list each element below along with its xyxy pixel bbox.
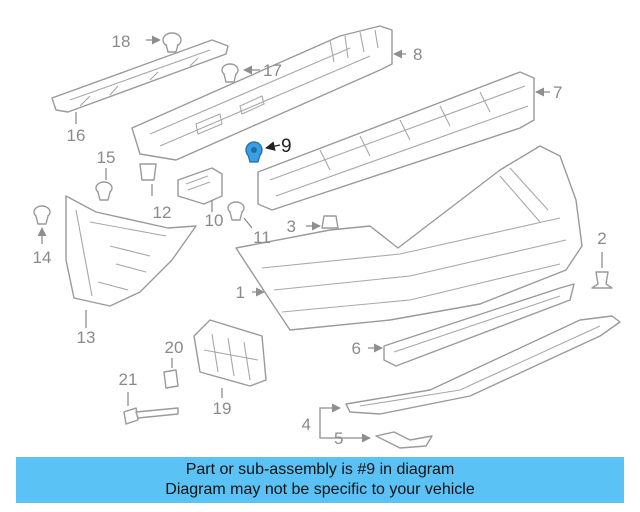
part-9-clip-highlighted	[245, 141, 281, 163]
part-6-reflector-strip	[368, 283, 575, 367]
callout-10: 10	[205, 211, 224, 230]
caption-line-2: Diagram may not be specific to your vehi…	[165, 481, 475, 498]
leader-4-5	[319, 403, 371, 443]
callout-18: 18	[112, 32, 131, 51]
callout-5: 5	[334, 429, 343, 448]
part-20-clip	[163, 358, 179, 389]
callout-20: 20	[165, 338, 184, 357]
caption-line-1: Part or sub-assembly is #9 in diagram	[185, 461, 455, 478]
callout-8: 8	[413, 45, 422, 64]
part-21-bolt	[123, 392, 179, 425]
callout-3: 3	[287, 217, 296, 236]
callout-6: 6	[352, 339, 361, 358]
callout-11: 11	[253, 228, 271, 247]
part-12-clip	[139, 163, 157, 196]
callout-14: 14	[33, 248, 52, 267]
part-4-lower-valance	[345, 315, 621, 415]
callout-12: 12	[153, 203, 172, 222]
part-7-energy-absorber	[257, 71, 550, 211]
callout-2: 2	[597, 229, 606, 248]
part-1-bumper-cover	[235, 145, 583, 331]
callout-7: 7	[553, 83, 562, 102]
callout-16: 16	[67, 126, 86, 145]
callout-19: 19	[213, 399, 232, 418]
callout-21: 21	[119, 370, 138, 389]
part-19-underbody-shield	[193, 319, 267, 398]
part-5-trim-piece	[375, 431, 433, 449]
caption-banner: Part or sub-assembly is #9 in diagram Di…	[16, 457, 624, 503]
part-2-clip	[591, 252, 613, 289]
part-13-side-bracket	[65, 195, 197, 328]
part-16-bracket-strip	[51, 39, 229, 124]
callout-9: 9	[281, 136, 292, 157]
part-8-reinforcement-beam	[131, 25, 406, 161]
part-3-clip	[306, 215, 339, 231]
part-17-clip	[221, 63, 260, 83]
part-10-bracket	[177, 167, 223, 212]
callout-15: 15	[97, 148, 116, 167]
callout-13: 13	[77, 328, 96, 347]
callout-1: 1	[236, 283, 245, 302]
callout-4: 4	[302, 415, 311, 434]
part-11-clip	[227, 201, 253, 229]
part-15-clip	[95, 168, 113, 201]
part-14-clip	[33, 205, 51, 244]
part-18-clip	[146, 32, 182, 53]
callout-17: 17	[263, 61, 282, 80]
parts-diagram: 18 16 8 17 7 9 15 12 10 11 3 14 2 1 13 6…	[33, 25, 621, 449]
